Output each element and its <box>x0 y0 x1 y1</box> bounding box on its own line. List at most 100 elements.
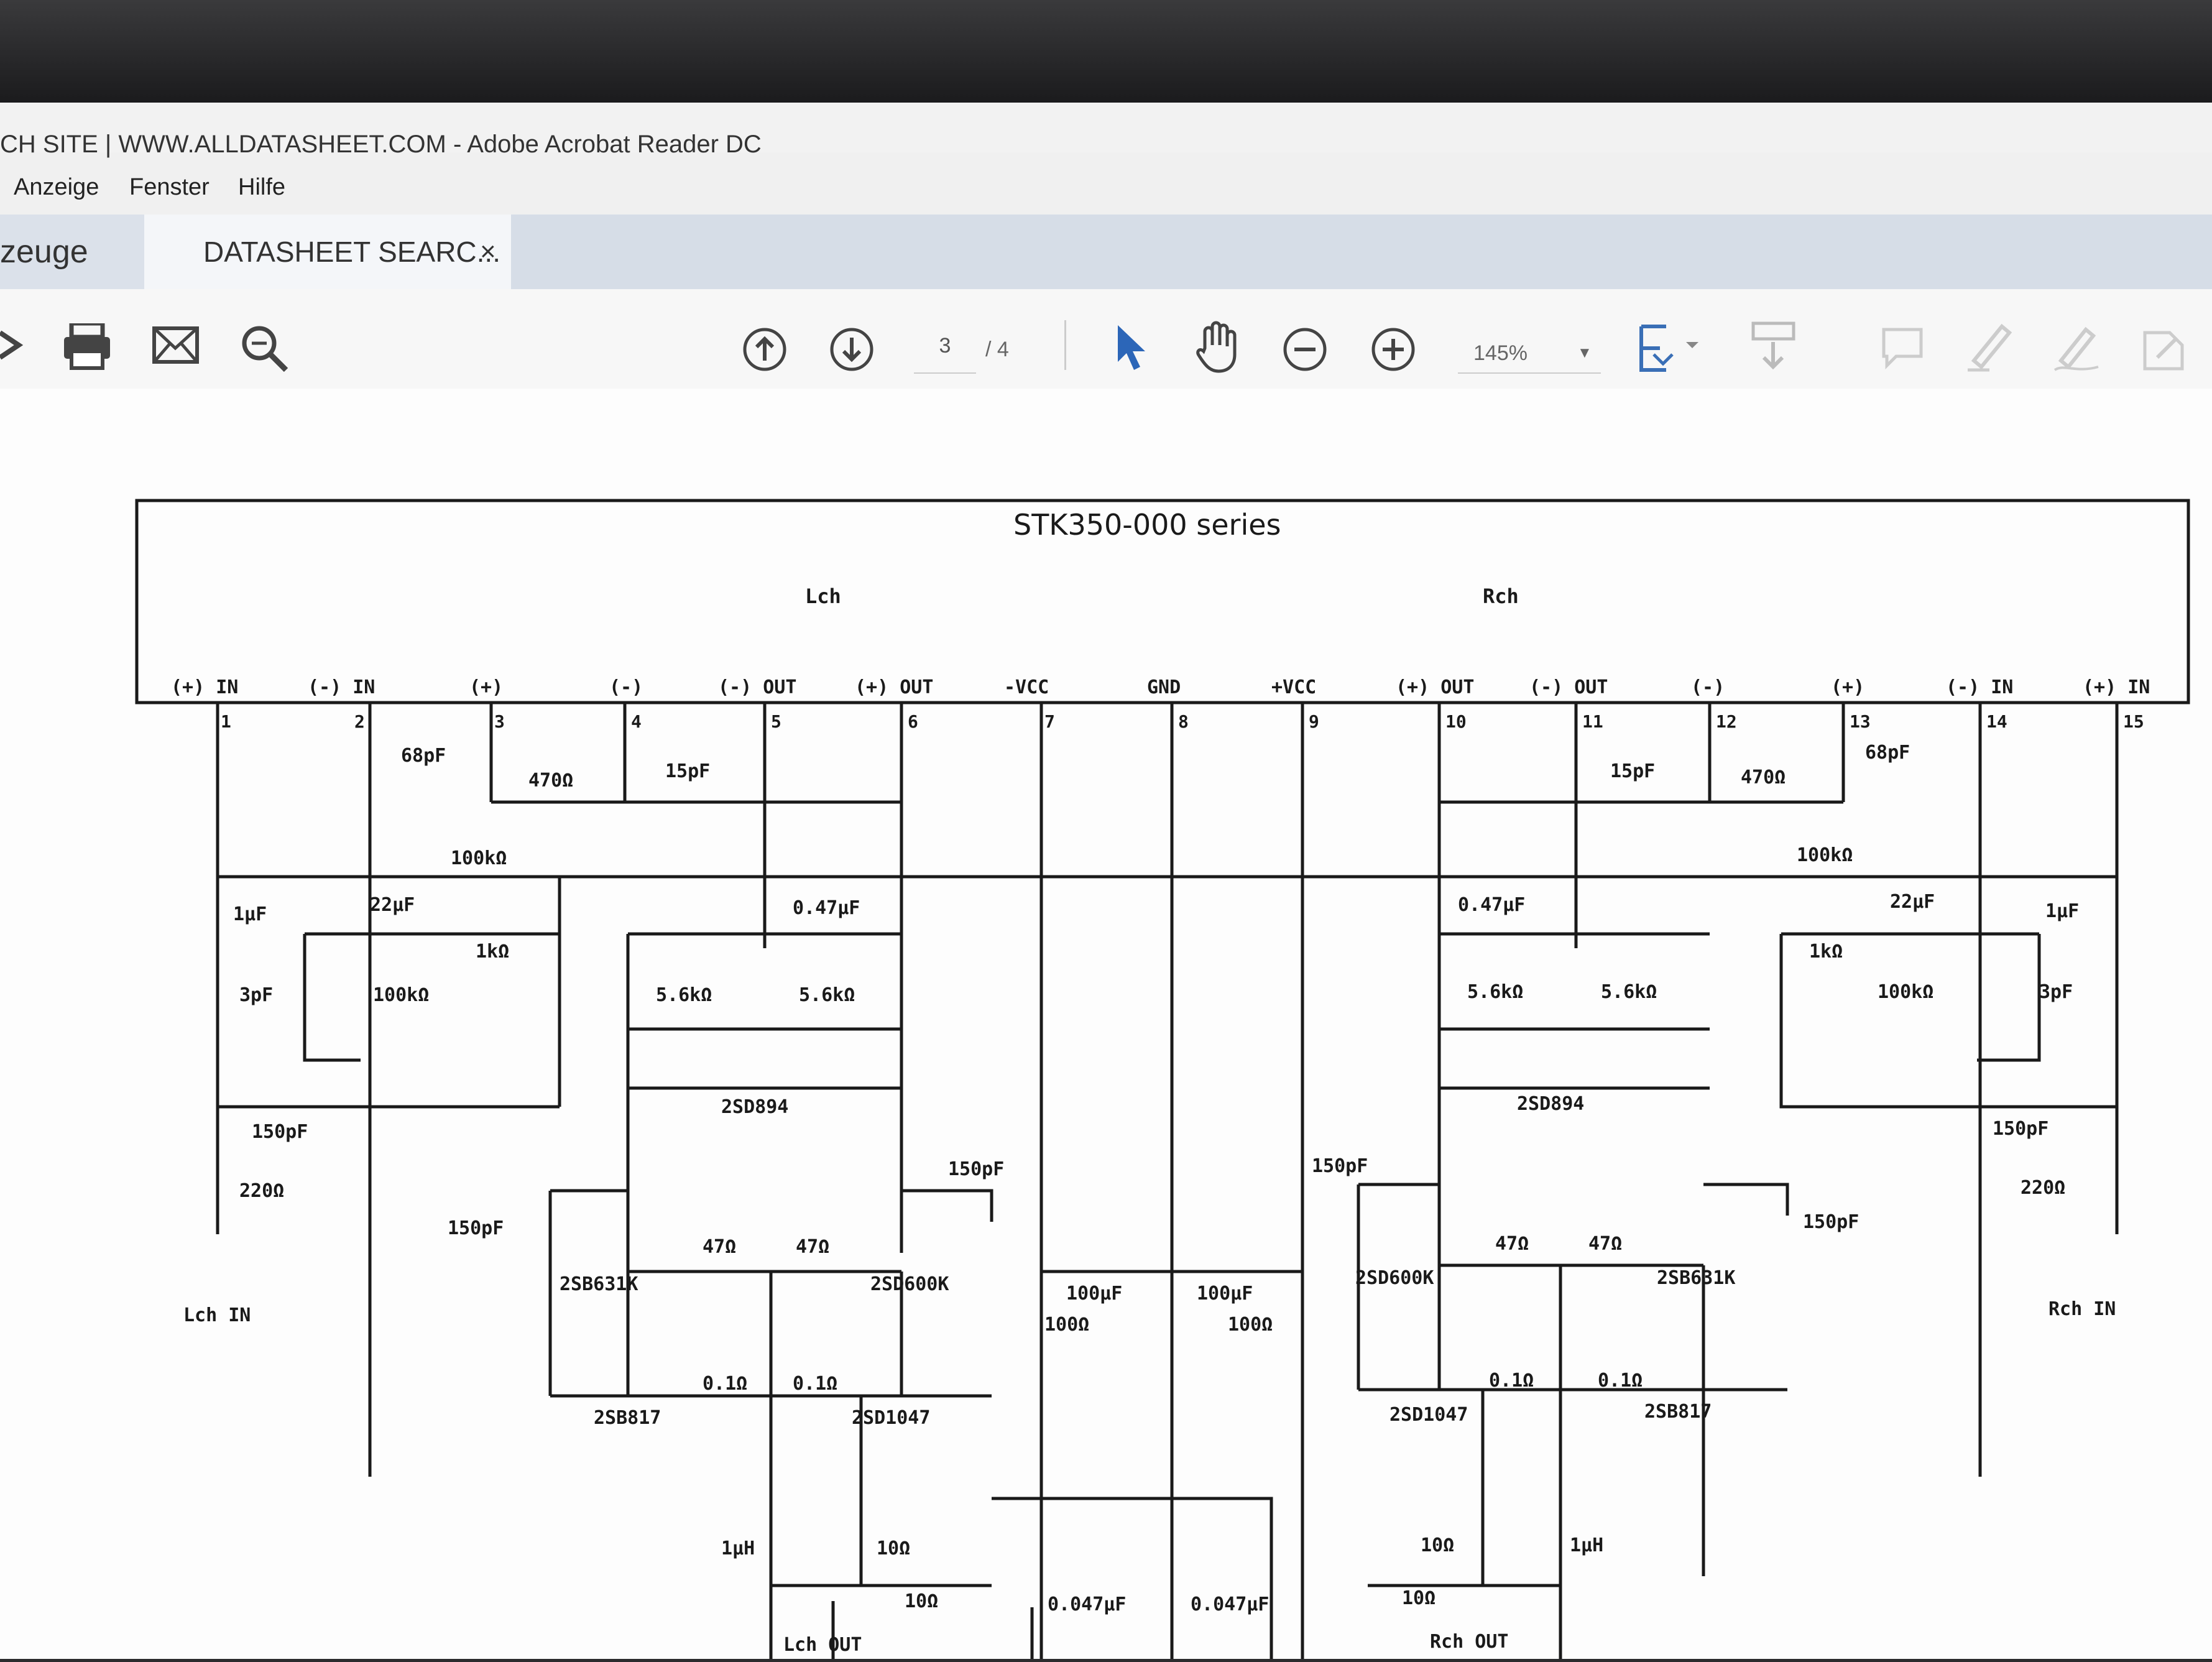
right-r1k: 1kΩ <box>1809 941 1843 963</box>
share-icon[interactable] <box>0 320 31 370</box>
left-c22u: 22μF <box>370 894 415 916</box>
pin-6-number: 6 <box>908 711 918 732</box>
next-page-icon[interactable] <box>829 326 875 372</box>
right-r470: 470Ω <box>1741 767 1786 788</box>
pin-10-number: 10 <box>1445 711 1467 732</box>
highlight-pen-icon[interactable] <box>1965 320 2014 373</box>
supply-c100b: 100μF <box>1197 1283 1253 1304</box>
pin-13-label: (+) <box>1831 676 1864 698</box>
left-r100k: 100kΩ <box>373 984 429 1006</box>
left-q1: 2SB631K <box>560 1273 638 1295</box>
right-r01a: 0.1Ω <box>1489 1370 1534 1392</box>
search-icon[interactable] <box>239 323 289 373</box>
pin-12-label: (-) <box>1691 676 1725 698</box>
right-c3p: 3pF <box>2039 981 2073 1003</box>
right-r01b: 0.1Ω <box>1598 1370 1643 1392</box>
left-c0047: 0.047μF <box>1048 1594 1126 1615</box>
left-r56a: 5.6kΩ <box>656 984 712 1006</box>
pin-9-label: +VCC <box>1271 676 1316 698</box>
page-total: / 4 <box>985 338 1009 361</box>
menu-anzeige[interactable]: Anzeige <box>14 174 99 200</box>
previous-page-icon[interactable] <box>742 326 788 372</box>
right-r100k: 100kΩ <box>1878 981 1933 1003</box>
left-c3p: 3pF <box>239 984 273 1006</box>
document-view[interactable]: (+) IN (-) IN (+) (-) (-) OUT (+) OUT -V… <box>0 389 2212 1659</box>
close-icon[interactable]: × <box>480 236 496 267</box>
right-q4: 2SB817 <box>1644 1401 1712 1423</box>
right-input-label: Rch IN <box>2048 1298 2116 1320</box>
tab-document[interactable]: DATASHEET SEARC... <box>144 215 511 289</box>
left-r100k-feedback: 100kΩ <box>451 847 507 869</box>
menu-hilfe[interactable]: Hilfe <box>238 174 286 200</box>
right-q2: 2SB631K <box>1657 1267 1735 1289</box>
right-r10b: 10Ω <box>1402 1587 1435 1609</box>
left-c15: 15pF <box>665 760 710 782</box>
left-c150: 150pF <box>252 1121 308 1143</box>
left-r1k: 1kΩ <box>476 941 509 963</box>
right-r47a: 47Ω <box>1495 1233 1529 1255</box>
tab-tools[interactable]: zeuge <box>0 215 144 289</box>
pin-2-label: (-) IN <box>308 676 375 698</box>
comment-icon[interactable] <box>1881 326 1924 370</box>
zoom-select[interactable]: 145% ▼ <box>1458 334 1601 374</box>
right-c22u: 22μF <box>1890 891 1935 913</box>
scroll-mode-icon[interactable] <box>1750 320 1797 373</box>
pin-3-label: (+) <box>469 676 503 698</box>
right-channel-label: Rch <box>1483 584 1519 608</box>
signature-icon[interactable] <box>2052 320 2101 373</box>
left-c047: 0.47μF <box>793 897 860 919</box>
zoom-in-icon[interactable] <box>1370 326 1416 372</box>
right-c68: 68pF <box>1865 742 1910 764</box>
menu-fenster[interactable]: Fenster <box>129 174 210 200</box>
right-c0047: 0.047μF <box>1191 1594 1269 1615</box>
print-icon[interactable] <box>62 323 112 370</box>
hand-tool-icon[interactable] <box>1194 320 1242 373</box>
left-c68: 68pF <box>401 745 446 767</box>
share-document-icon[interactable] <box>2139 320 2188 373</box>
right-r56a: 5.6kΩ <box>1467 981 1523 1003</box>
pin-11-number: 11 <box>1582 711 1603 732</box>
toolbar-divider <box>1064 320 1066 370</box>
toolbar: 3 / 4 145% ▼ <box>0 289 2212 390</box>
mail-icon[interactable] <box>152 326 199 364</box>
right-q-bias: 2SD894 <box>1517 1093 1584 1115</box>
select-cursor-icon[interactable] <box>1113 323 1150 373</box>
left-c1u: 1μF <box>233 903 267 925</box>
pin-7-label: -VCC <box>1004 676 1049 698</box>
right-r100k-feedback: 100kΩ <box>1797 844 1853 866</box>
pin-7-number: 7 <box>1044 711 1055 732</box>
pin-1-number: 1 <box>221 711 231 732</box>
pin-8-number: 8 <box>1178 711 1189 732</box>
left-r47b: 47Ω <box>796 1236 829 1258</box>
right-c15: 15pF <box>1610 760 1655 782</box>
tab-bar: zeuge DATASHEET SEARC... × <box>0 215 2212 289</box>
window-title: CH SITE | WWW.ALLDATASHEET.COM - Adobe A… <box>0 131 762 158</box>
chevron-down-icon: ▼ <box>1577 344 1592 361</box>
pin-8-label: GND <box>1147 676 1181 698</box>
right-r47b: 47Ω <box>1588 1233 1622 1255</box>
left-r01a: 0.1Ω <box>703 1373 747 1395</box>
left-r56b: 5.6kΩ <box>799 984 855 1006</box>
zoom-out-icon[interactable] <box>1282 326 1328 372</box>
left-q-bias: 2SD894 <box>721 1096 788 1118</box>
left-r10: 10Ω <box>877 1538 910 1559</box>
left-c150b: 150pF <box>448 1217 504 1239</box>
right-c047: 0.47μF <box>1458 894 1525 916</box>
page-fit-icon[interactable] <box>1635 323 1703 376</box>
tab-tools-label: zeuge <box>0 234 88 270</box>
supply-c100a: 100μF <box>1066 1283 1122 1304</box>
right-q1: 2SD600K <box>1355 1267 1434 1289</box>
pin-15-number: 15 <box>2123 711 2144 732</box>
pin-9-number: 9 <box>1309 711 1319 732</box>
right-q3: 2SD1047 <box>1389 1404 1468 1426</box>
left-r47a: 47Ω <box>703 1236 736 1258</box>
left-l1: 1μH <box>721 1538 755 1559</box>
left-r01b: 0.1Ω <box>793 1373 837 1395</box>
pin-11-label: (-) OUT <box>1529 676 1608 698</box>
pin-1-label: (+) IN <box>171 676 238 698</box>
left-r10b: 10Ω <box>905 1590 938 1612</box>
page-number-input[interactable]: 3 <box>914 334 976 374</box>
pin-6-label: (+) OUT <box>855 676 933 698</box>
left-r220: 220Ω <box>239 1180 284 1202</box>
right-c150c: 150pF <box>1312 1155 1368 1177</box>
